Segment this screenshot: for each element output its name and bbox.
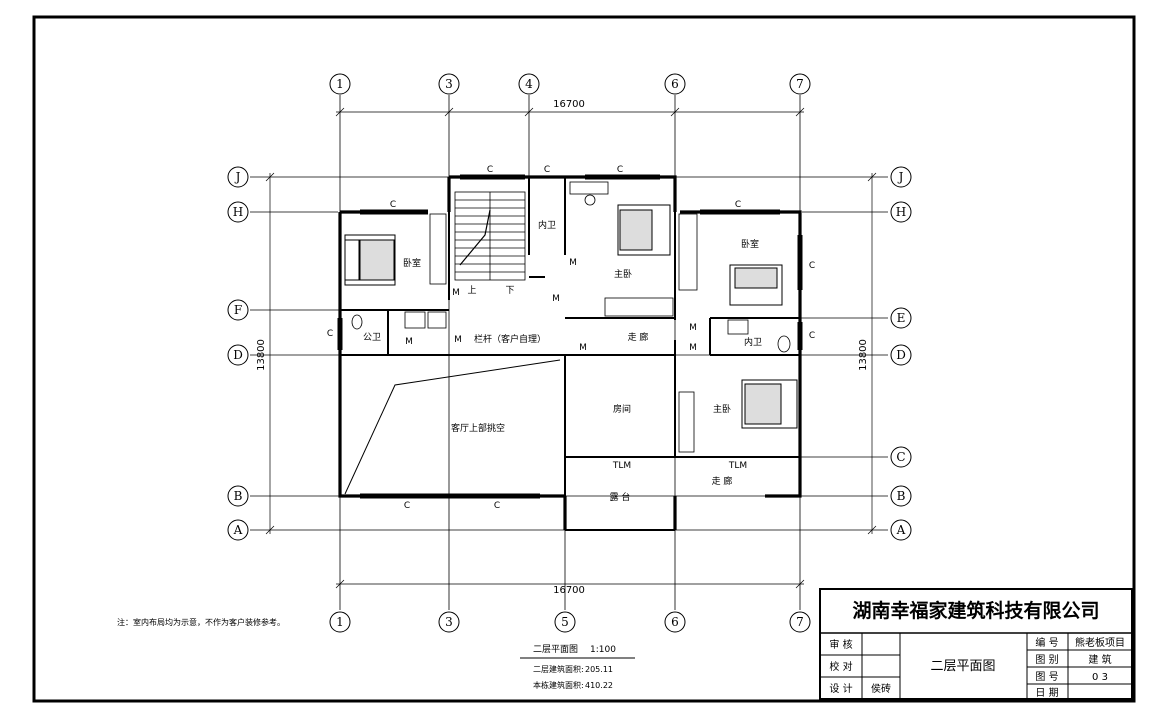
door-tlm-1: TLM — [612, 461, 631, 471]
window-c-1: C — [390, 200, 396, 210]
window-c-7: C — [327, 329, 333, 339]
interior-walls — [340, 177, 800, 531]
category-label: 图 别 — [1035, 654, 1058, 666]
sheet-value: 0 3 — [1092, 672, 1108, 683]
dim-left: 13800 — [256, 339, 267, 371]
dim-top: 16700 — [553, 99, 585, 110]
room-master-top: 主卧 — [614, 268, 632, 280]
window-c-4: C — [617, 165, 623, 175]
category-value: 建 筑 — [1088, 653, 1111, 666]
axis-grid — [250, 95, 888, 610]
room-void: 客厅上部挑空 — [451, 422, 505, 434]
number-value: 熊老板项目 — [1075, 636, 1125, 649]
number-label: 编 号 — [1035, 636, 1058, 649]
drawing-name: 二层平面图 — [930, 659, 995, 674]
window-c-8: C — [809, 331, 815, 341]
design-label: 设 计 — [829, 682, 852, 695]
axis-right-c: C — [896, 450, 905, 464]
axis-bubbles — [227, 73, 912, 633]
room-balcony: 露 台 — [610, 491, 631, 503]
door-m-6: M — [579, 343, 587, 353]
title-block — [819, 588, 1133, 700]
beds — [344, 204, 798, 429]
sheet-border — [32, 15, 1136, 703]
area-label-2: 本栋建筑面积: — [533, 680, 584, 690]
axis-right-b: B — [897, 489, 906, 503]
axis-right-d: D — [896, 348, 906, 362]
room-inner-bath-right: 内卫 — [744, 336, 762, 348]
room-corridor-bottom: 走 廊 — [712, 475, 733, 487]
review-label: 审 核 — [829, 638, 852, 651]
window-c-9: C — [404, 501, 410, 511]
axis-left-a: A — [233, 523, 243, 537]
axis-right-h: H — [896, 205, 906, 219]
door-m-5: M — [552, 294, 560, 304]
sanitary-fixtures — [351, 181, 791, 353]
room-bedroom-right: 卧室 — [741, 238, 759, 250]
axis-top-1: 1 — [336, 77, 344, 91]
void-outline — [344, 359, 561, 495]
axis-left-h: H — [233, 205, 243, 219]
axis-top-6: 6 — [671, 77, 679, 91]
axis-left-f: F — [234, 303, 242, 317]
axis-bottom-6: 6 — [671, 615, 679, 629]
wardrobes — [429, 213, 698, 453]
area-value-1: 205.11 — [585, 665, 613, 674]
window-c-10: C — [494, 501, 500, 511]
room-inner-bath-top: 内卫 — [538, 219, 556, 231]
dim-right: 13800 — [858, 339, 869, 371]
axis-right-e: E — [897, 311, 906, 325]
window-c-3: C — [544, 165, 550, 175]
caption-scale: 1:100 — [590, 645, 616, 655]
door-m-2: M — [405, 337, 413, 347]
caption-title: 二层平面图 — [533, 644, 578, 655]
axis-left-b: B — [234, 489, 243, 503]
check-label: 校 对 — [829, 660, 852, 673]
door-tlm-2: TLM — [728, 461, 747, 471]
axis-bottom-5: 5 — [561, 615, 569, 629]
axis-top-7: 7 — [796, 77, 804, 91]
axis-top-3: 3 — [445, 77, 453, 91]
window-marks — [337, 174, 803, 499]
dimension-lines — [265, 107, 877, 589]
room-bedroom-left: 卧室 — [403, 257, 421, 269]
door-m-4: M — [569, 258, 577, 268]
axis-top-4: 4 — [525, 77, 533, 91]
window-c-2: C — [487, 165, 493, 175]
stair-down-label: 下 — [505, 286, 514, 296]
room-master-bottom: 主卧 — [713, 403, 731, 415]
door-m-8: M — [689, 343, 697, 353]
window-c-5: C — [735, 200, 741, 210]
window-c-6: C — [809, 261, 815, 271]
plan-note: 注：室内布局均为示意，不作为客户装修参考。 — [117, 617, 285, 627]
axis-right-j: J — [897, 170, 904, 184]
door-m-1: M — [452, 288, 460, 298]
axis-right-a: A — [896, 523, 906, 537]
axis-bottom-3: 3 — [445, 615, 453, 629]
area-label-1: 二层建筑面积: — [533, 664, 584, 674]
axis-bottom-1: 1 — [336, 615, 344, 629]
room-public-bath: 公卫 — [363, 332, 381, 343]
room-corridor-top: 走 廊 — [628, 331, 649, 343]
room-mid: 房间 — [613, 403, 631, 415]
designer-name: 侯砖 — [871, 682, 891, 695]
axis-bottom-7: 7 — [796, 615, 804, 629]
dim-bottom: 16700 — [553, 585, 585, 596]
area-value-2: 410.22 — [585, 681, 613, 690]
rail-note: 栏杆（客户自理） — [474, 333, 546, 345]
staircase — [454, 191, 526, 281]
door-m-3: M — [454, 335, 462, 345]
door-m-7: M — [689, 323, 697, 333]
axis-left-j: J — [234, 170, 241, 184]
stair-up-label: 上 — [467, 285, 476, 296]
company-name: 湖南幸福家建筑科技有限公司 — [852, 599, 1099, 622]
sheet-label: 图 号 — [1035, 671, 1058, 683]
date-label: 日 期 — [1035, 687, 1058, 699]
axis-left-d: D — [233, 348, 243, 362]
